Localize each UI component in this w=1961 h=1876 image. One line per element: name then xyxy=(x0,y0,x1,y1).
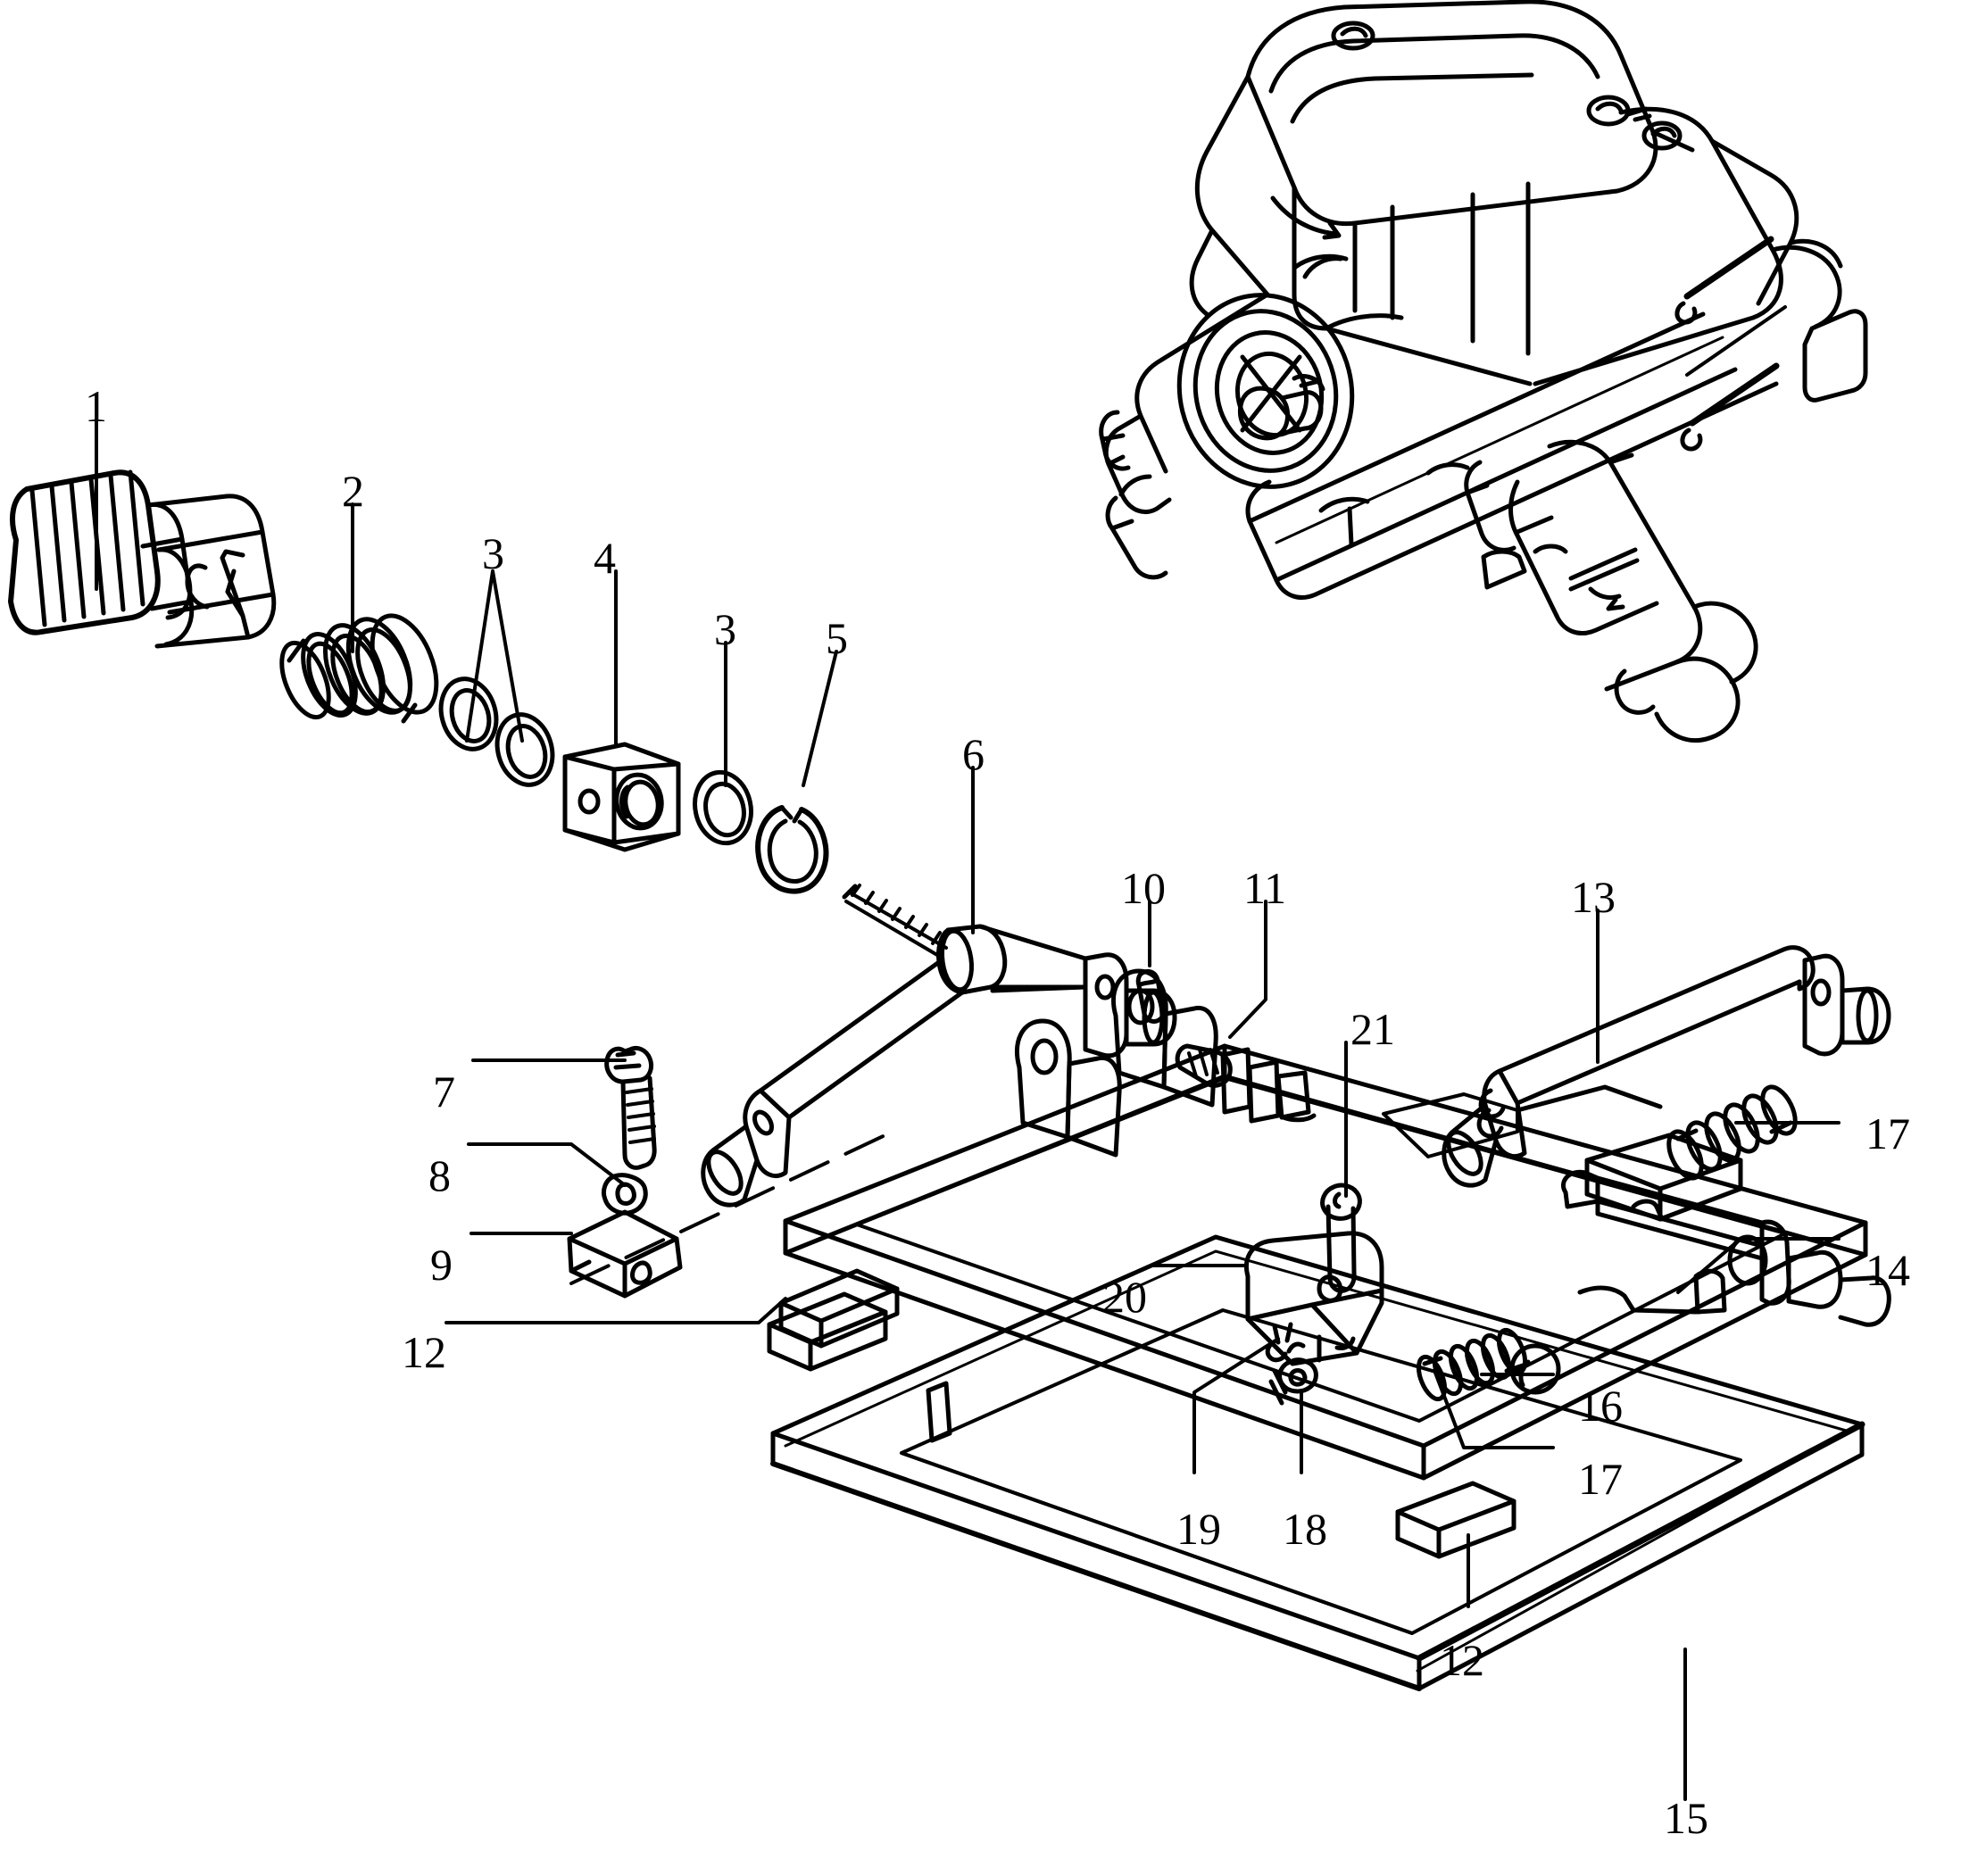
callout-14: 14 xyxy=(1865,1245,1910,1295)
callout-19: 19 xyxy=(1176,1504,1221,1554)
part-8-lock-nut xyxy=(601,1173,648,1216)
part-7-adjusting-screw xyxy=(604,1045,657,1170)
part-5-retaining-ring xyxy=(755,805,829,894)
callout-18: 18 xyxy=(1283,1504,1327,1554)
callout-21: 21 xyxy=(1350,1004,1395,1054)
part-18-washer-small xyxy=(1277,1357,1318,1394)
callout-17b: 17 xyxy=(1578,1454,1623,1504)
part-20-slide-block xyxy=(1244,1231,1384,1366)
callout-10: 10 xyxy=(1121,863,1166,913)
part-15-base-plate xyxy=(770,1234,1865,1691)
part-3-washer-third xyxy=(693,769,753,846)
part-4-bearing-block xyxy=(562,742,681,852)
callout-5: 5 xyxy=(826,613,848,663)
callout-3a: 3 xyxy=(482,528,504,578)
part-12-rubber-pad-front xyxy=(1395,1481,1516,1559)
callout-3b: 3 xyxy=(714,604,736,654)
callout-4: 4 xyxy=(594,533,616,583)
part-9-guide-plate xyxy=(567,1209,683,1299)
callout-8: 8 xyxy=(428,1150,451,1200)
part-1-drive-pulley-shaft xyxy=(8,469,277,649)
callout-11: 11 xyxy=(1243,863,1287,913)
assembly-alignment-line xyxy=(569,1130,894,1285)
part-1-shaft-tail xyxy=(220,549,245,618)
part-3-washer-right xyxy=(494,712,555,787)
callout-16: 16 xyxy=(1578,1381,1623,1431)
part-12-rubber-pad-left xyxy=(767,1291,888,1372)
callout-13: 13 xyxy=(1571,872,1616,922)
part-2-compression-spring xyxy=(279,613,439,724)
callout-17a: 17 xyxy=(1865,1108,1910,1158)
callout-1: 1 xyxy=(85,381,107,431)
part-17-spring-inner xyxy=(1416,1327,1528,1402)
callout-2: 2 xyxy=(342,466,364,516)
part-3-washer-left xyxy=(438,677,499,751)
callout-7: 7 xyxy=(433,1067,455,1116)
part-14-tension-lever-bracket xyxy=(1561,1169,1891,1327)
callout-15: 15 xyxy=(1664,1793,1708,1843)
callout-20: 20 xyxy=(1102,1272,1147,1322)
part-6-tension-roller-shaft xyxy=(701,884,1177,1208)
callout-12b: 12 xyxy=(1440,1635,1484,1685)
frame-right-boss xyxy=(1584,1133,1743,1222)
callout-12a: 12 xyxy=(402,1327,446,1377)
belt-sander-tool-assembly xyxy=(1099,0,1868,743)
callout-9: 9 xyxy=(430,1240,453,1290)
part-16-steel-ball xyxy=(1509,1343,1561,1395)
callout-6: 6 xyxy=(962,729,985,779)
